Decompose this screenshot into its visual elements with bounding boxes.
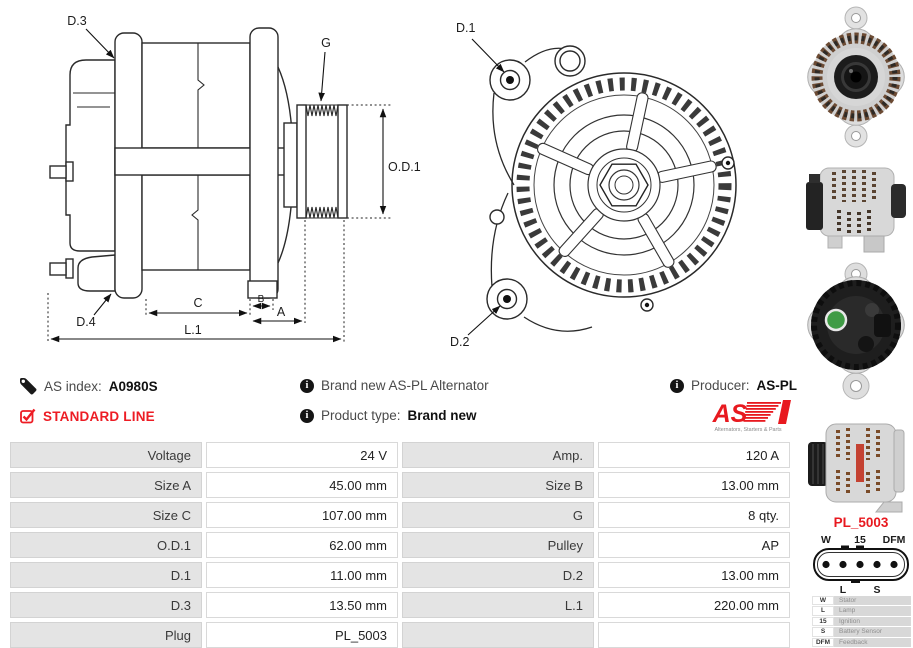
plug-pin-label-15: 15 [854,534,866,546]
plug-pin-label-s: S [873,584,880,595]
spec-label: Size B [402,472,594,498]
legend-row: L Lamp [812,606,911,616]
brand-new-text: Brand new AS-PL Alternator [321,378,489,393]
legend-row: W Stator [812,596,911,606]
table-row: Plug PL_5003 [10,622,790,648]
as-index-label: AS index: [44,379,102,394]
info-icon: i [300,408,314,423]
legend-pin: W [812,596,834,606]
spec-label: Pulley [402,532,594,558]
table-row: D.3 13.50 mm L.1 220.00 mm [10,592,790,618]
dim-label-l1: L.1 [184,323,201,337]
front-view-drawing: D.1 D.2 [450,21,737,349]
spec-label: Size C [10,502,202,528]
plug-legend: W Stator L Lamp 15 Ignition S Battery Se… [812,596,911,648]
plug-name: PL_5003 [833,515,889,530]
product-photo-front[interactable] [806,4,906,152]
info-icon: i [300,378,314,393]
spec-label: D.1 [10,562,202,588]
spec-table: Voltage 24 V Amp. 120 A Size A 45.00 mm … [6,438,794,648]
dim-label-g: G [321,36,331,50]
product-type-row: i Product type: Brand new [300,408,477,423]
legend-pin: L [812,606,834,616]
as-index-row: AS index: A0980S [20,378,158,395]
product-photo-side-left[interactable] [806,156,906,258]
producer-value: AS-PL [756,378,798,393]
legend-desc: Lamp [834,606,911,616]
product-photo-rear[interactable] [806,258,906,402]
table-row: Size C 107.00 mm G 8 qty. [10,502,790,528]
dim-label-od1: O.D.1 [388,160,421,174]
aspl-logo-caption: Alternators, Starters & Parts [714,427,781,433]
producer-row: i Producer: AS-PL [670,378,797,393]
dim-label-d4: D.4 [76,315,96,329]
legend-desc: Ignition [834,616,911,627]
side-view-drawing: D.3 G O.D.1 D.4 C B A L.1 [47,14,421,343]
dim-label-d1: D.1 [456,21,476,35]
dim-label-d2: D.2 [450,335,470,349]
dim-label-c: C [193,296,202,310]
info-icon: i [670,378,684,393]
legend-pin: 15 [812,616,834,627]
spec-value: 13.00 mm [598,472,790,498]
spec-label: Amp. [402,442,594,468]
table-row: D.1 11.00 mm D.2 13.00 mm [10,562,790,588]
spec-value: 45.00 mm [206,472,398,498]
spec-value [598,622,790,648]
table-row: Size A 45.00 mm Size B 13.00 mm [10,472,790,498]
spec-value: 13.00 mm [598,562,790,588]
legend-desc: Feedback [834,637,911,647]
spec-label: D.2 [402,562,594,588]
standard-line-label: STANDARD LINE [43,408,155,424]
product-type-value: Brand new [407,408,477,423]
legend-pin: S [812,627,834,637]
spec-label [402,622,594,648]
legend-row: 15 Ignition [812,616,911,627]
plug-pin-label-dfm: DFM [883,534,906,546]
standard-line-row: STANDARD LINE [20,408,155,424]
spec-value: 24 V [206,442,398,468]
spec-label: Size A [10,472,202,498]
spec-value: 62.00 mm [206,532,398,558]
product-photo-side-right[interactable] [806,414,906,516]
producer-label: Producer: [691,378,750,393]
spec-value: 8 qty. [598,502,790,528]
spec-value: PL_5003 [206,622,398,648]
table-row: Voltage 24 V Amp. 120 A [10,442,790,468]
brand-new-row: i Brand new AS-PL Alternator [300,378,489,393]
legend-desc: Stator [834,596,911,606]
spec-value: AP [598,532,790,558]
dim-label-a: A [277,305,286,319]
spec-label: D.3 [10,592,202,618]
spec-value: 220.00 mm [598,592,790,618]
legend-row: S Battery Sensor [812,627,911,637]
tag-icon [20,378,37,395]
plug-pin-label-w: W [821,534,831,546]
plug-diagram: W 15 DFM L S [813,534,909,595]
checkbox-icon [20,408,36,424]
plug-pin-label-l: L [840,584,847,595]
spec-value: 11.00 mm [206,562,398,588]
spec-label: O.D.1 [10,532,202,558]
spec-label: Plug [10,622,202,648]
legend-row: DFM Feedback [812,637,911,647]
spec-label: G [402,502,594,528]
as-index-value: A0980S [108,379,158,394]
spec-label: Voltage [10,442,202,468]
dim-label-b: B [258,294,265,305]
product-type-label: Product type: [321,408,401,423]
spec-value: 107.00 mm [206,502,398,528]
table-row: O.D.1 62.00 mm Pulley AP [10,532,790,558]
legend-desc: Battery Sensor [834,627,911,637]
spec-value: 13.50 mm [206,592,398,618]
aspl-logo: AS Alternators, Starters & Parts [712,400,791,433]
dim-label-d3: D.3 [67,14,87,28]
spec-value: 120 A [598,442,790,468]
legend-pin: DFM [812,637,834,647]
spec-label: L.1 [402,592,594,618]
aspl-logo-text: AS [712,400,748,428]
